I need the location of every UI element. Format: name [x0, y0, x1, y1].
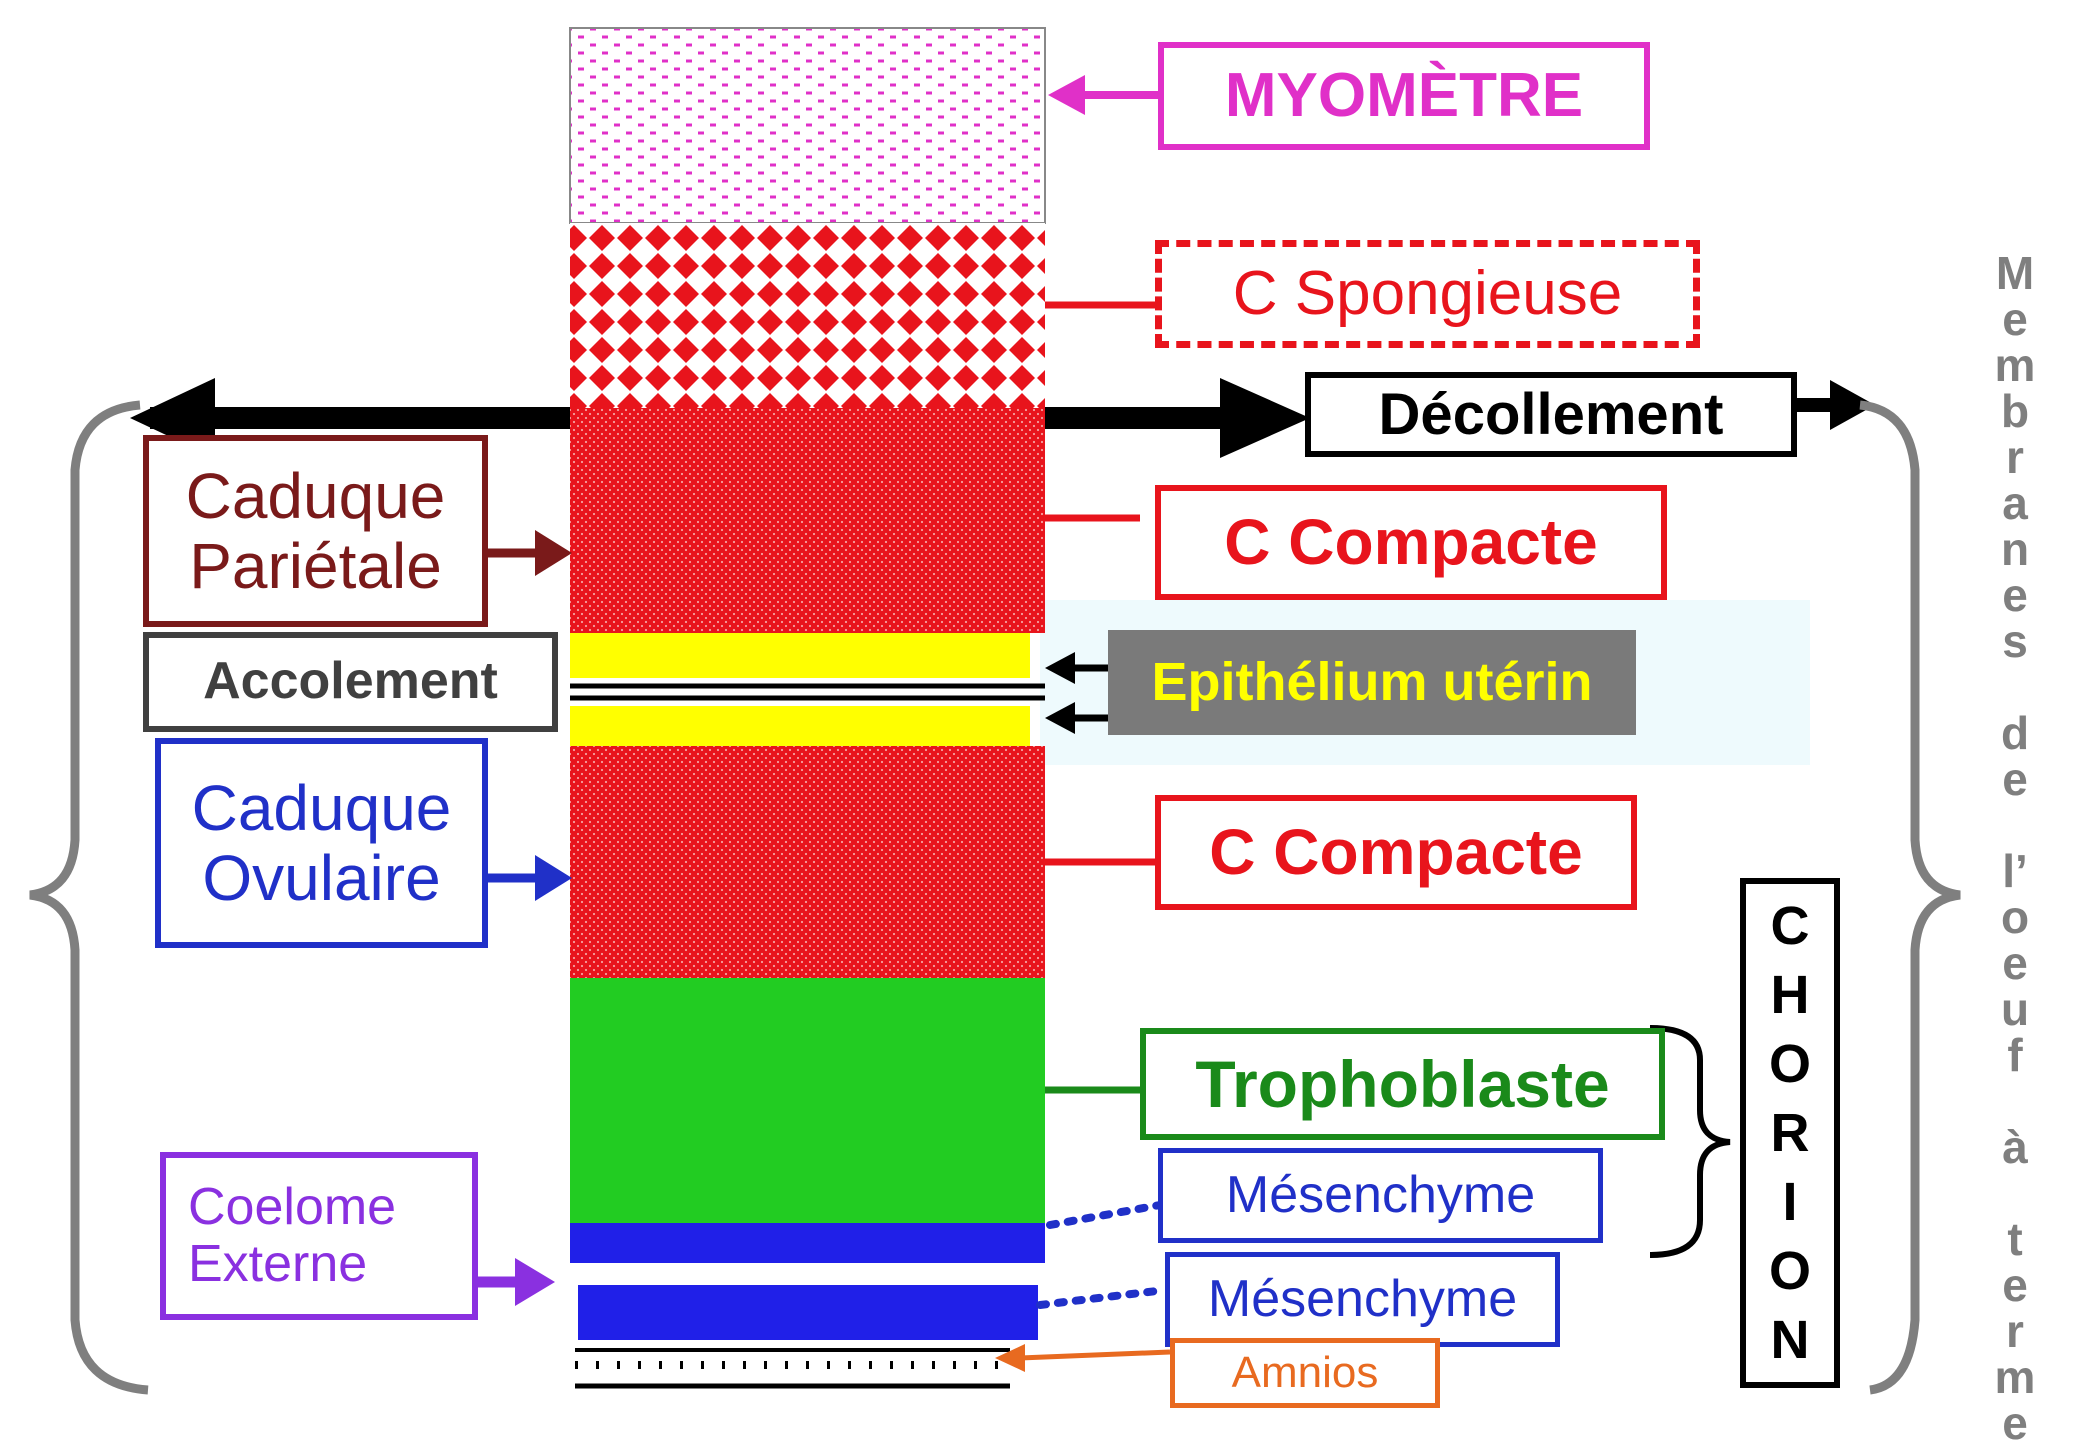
epithelium-label-text: Epithélium utérin [1151, 651, 1593, 712]
mesenchyme-1-label: Mésenchyme [1158, 1148, 1603, 1243]
spongieuse-layer [570, 223, 1045, 408]
epithelium-label: Epithélium utérin [1108, 630, 1636, 735]
compacte-bottom-layer [570, 746, 1045, 978]
myometre-arrowhead [1048, 75, 1085, 115]
coelome-externe-label: Coelome Externe [160, 1152, 478, 1320]
membranes-letter: u [2000, 983, 2030, 1035]
mesenchyme-2-connector [1036, 1286, 1169, 1309]
decollement-label-text: Décollement [1378, 381, 1724, 447]
membranes-letter [2009, 1078, 2022, 1124]
membranes-letter [2009, 664, 2022, 710]
mesenchyme-1-label-text: Mésenchyme [1225, 1165, 1536, 1224]
accolement-label: Accolement [143, 632, 558, 732]
spongieuse-label-text: C Spongieuse [1232, 258, 1623, 328]
membranes-letter: l’ [2002, 845, 2028, 897]
mesenchyme-1-connector [1046, 1201, 1164, 1229]
membranes-label: M e m b r a n e s d e l’ o e u f à t e r… [1975, 247, 2055, 1446]
myometre-label-text: MYOMÈTRE [1224, 60, 1584, 130]
membranes-letter: r [2006, 431, 2024, 483]
caduque-parietale-line-2: Pariétale [189, 530, 442, 602]
chorion-letter: I [1782, 1172, 1798, 1232]
membranes-letter [2009, 1170, 2022, 1216]
mesenchyme-layer-2 [578, 1285, 1038, 1340]
coelome-externe-line-2: Externe [188, 1235, 368, 1293]
membranes-letter: t [2007, 1213, 2023, 1265]
chorion-letter: H [1770, 965, 1810, 1025]
membranes-letter: e [2002, 569, 2028, 621]
spongieuse-label: C Spongieuse [1155, 240, 1700, 348]
membranes-letter: f [2007, 1029, 2023, 1081]
epithelium-layer-top [570, 633, 1030, 678]
membranes-letter: o [2000, 891, 2030, 943]
compacte-top-label: C Compacte [1155, 485, 1667, 600]
amnios-arrowhead [995, 1344, 1025, 1372]
decollement-label: Décollement [1305, 372, 1797, 457]
amnios-label: Amnios [1170, 1338, 1440, 1408]
membranes-letter: e [2002, 1397, 2028, 1449]
membranes-letter [2009, 802, 2022, 848]
trophoblaste-layer [570, 978, 1045, 1223]
chorion-letter: O [1768, 1034, 1811, 1094]
coelome-arrowhead [515, 1258, 555, 1306]
membranes-letter: M [1995, 247, 2035, 299]
myometre-layer [569, 27, 1046, 224]
chorion-label: C H O R I O N [1740, 878, 1840, 1388]
mesenchyme-2-label-text: Mésenchyme [1207, 1269, 1518, 1328]
myometre-label: MYOMÈTRE [1158, 42, 1650, 150]
decollement-arrowhead-right [1220, 378, 1310, 458]
membranes-letter: e [2002, 753, 2028, 805]
parietale-arrowhead [535, 530, 572, 576]
membranes-letter: d [2000, 707, 2030, 759]
membranes-letter: r [2006, 1305, 2024, 1357]
right-brace [1859, 400, 1961, 1395]
left-brace [29, 400, 149, 1395]
compacte-top-layer [570, 408, 1045, 633]
chorion-letter: O [1768, 1241, 1811, 1301]
coelome-externe-line-1: Coelome [188, 1177, 397, 1236]
compacte-bottom-label-text: C Compacte [1209, 816, 1583, 889]
membranes-letter: s [2002, 615, 2028, 667]
compacte-bottom-label: C Compacte [1155, 795, 1637, 910]
trophoblaste-label-text: Trophoblaste [1195, 1046, 1610, 1121]
decollement-arrowhead-far [1830, 380, 1875, 430]
chorion-brace [1649, 1025, 1731, 1258]
chorion-letter: R [1770, 1103, 1810, 1163]
epithelium-arrowhead-1 [1045, 652, 1075, 684]
caduque-ovulaire-line-1: Caduque [191, 771, 452, 844]
amnios-connector [1019, 1349, 1171, 1361]
epithelium-arrowhead-2 [1045, 702, 1075, 734]
amnios-label-text: Amnios [1231, 1347, 1379, 1397]
mesenchyme-layer-1 [570, 1223, 1045, 1263]
membranes-letter: e [2002, 293, 2028, 345]
membranes-letter: e [2002, 937, 2028, 989]
chorion-letter: N [1770, 1310, 1810, 1370]
membranes-letter: b [2000, 385, 2030, 437]
compacte-top-label-text: C Compacte [1224, 506, 1598, 579]
caduque-parietale-label: Caduque Pariétale [143, 435, 488, 627]
epithelium-layer-bottom [570, 706, 1030, 746]
ovulaire-arrowhead [535, 855, 572, 901]
caduque-ovulaire-label: Caduque Ovulaire [155, 738, 488, 948]
mesenchyme-2-label: Mésenchyme [1165, 1252, 1560, 1347]
chorion-letter: C [1770, 896, 1810, 956]
membranes-letter: m [1994, 339, 2036, 391]
caduque-ovulaire-line-2: Ovulaire [202, 842, 441, 914]
caduque-parietale-line-1: Caduque [185, 459, 446, 532]
membranes-letter: n [2000, 523, 2030, 575]
membranes-letter: e [2002, 1259, 2028, 1311]
membranes-letter: m [1994, 1351, 2036, 1403]
membranes-letter: à [2002, 1121, 2028, 1173]
membranes-letter: a [2002, 477, 2028, 529]
trophoblaste-label: Trophoblaste [1140, 1028, 1665, 1140]
accolement-label-text: Accolement [203, 652, 498, 711]
